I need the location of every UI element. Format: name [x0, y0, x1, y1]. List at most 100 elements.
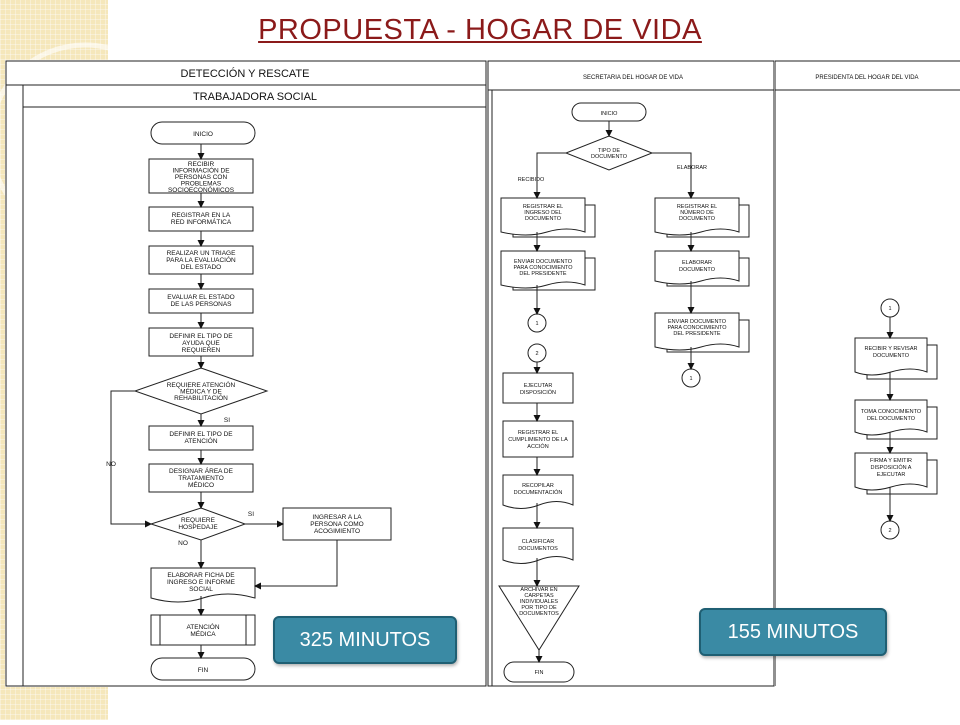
registrar-ingreso-multidoc	[500, 197, 586, 236]
tipo-documento-decision	[564, 135, 654, 171]
recibir-revisar-l2: DOCUMENTO	[873, 353, 910, 359]
left-subheader: TRABAJADORA SOCIAL	[193, 91, 317, 103]
registrar-l1: REGISTRAR EN LA	[172, 212, 231, 219]
clasificar-l1: CLASIFICAR	[522, 539, 554, 545]
conn1-b-label: 1	[689, 376, 692, 382]
ficha-l2: INGRESO E INFORME	[167, 579, 236, 586]
triage-l2: PARA LA EVALUACIÓN	[166, 255, 236, 264]
sec-inicio-label: INICIO	[601, 111, 619, 117]
reg-cumpl-l3: ACCIÓN	[527, 443, 548, 450]
recibir-revisar-l1: RECIBIR Y REVISAR	[865, 346, 918, 352]
ingresar-process	[282, 507, 392, 541]
fin-label: FIN	[198, 667, 209, 674]
sec-fin-label: FIN	[535, 670, 544, 676]
tipo-l2: DOCUMENTO	[591, 154, 628, 160]
designar-l3: MÉDICO	[188, 480, 214, 489]
conn1-a-label: 1	[535, 321, 538, 327]
enviar-b-l3: DEL PRESIDENTE	[673, 331, 721, 337]
no-label-2: NO	[178, 540, 188, 547]
atencion-dec-l3: REHABILITACIÓN	[174, 393, 228, 402]
archivar-l1: ARCHIVAR EN	[520, 587, 557, 593]
recibir-l2: INFORMACIÓN DE	[172, 166, 230, 175]
recibir-l5: SOCIOECONÓMICOS	[168, 185, 235, 194]
firma-l2: DISPOSICIÓN A	[871, 464, 912, 471]
inicio-label: INICIO	[193, 131, 213, 138]
evaluar-l2: DE LAS PERSONAS	[170, 301, 232, 308]
toma-multidoc	[854, 399, 928, 436]
left-header: DETECCIÓN Y RESCATE	[181, 67, 310, 80]
atencion-dec-l2: MÉDICA Y DE	[180, 387, 222, 396]
si-label-2: SI	[248, 511, 254, 518]
firma-multidoc	[854, 452, 928, 491]
reg-numero-l2: NÚMERO DE	[680, 209, 714, 216]
ayuda-l3: REQUIEREN	[182, 347, 221, 354]
ingresar-l1: INGRESAR A LA	[312, 514, 362, 521]
no-label-1: NO	[106, 461, 116, 468]
tipo-l1: TIPO DE	[598, 148, 620, 154]
evaluar-process	[148, 288, 254, 314]
conn2-label: 2	[535, 351, 538, 357]
atencion-l1: ATENCIÓN	[186, 622, 219, 631]
archivar-l5: DOCUMENTOS	[519, 611, 559, 617]
reg-numero-l3: DOCUMENTO	[679, 216, 716, 222]
evaluar-l1: EVALUAR EL ESTADO	[167, 294, 234, 301]
recopilar-l2: DOCUMENTACIÓN	[514, 489, 563, 496]
toma-l2: DEL DOCUMENTO	[867, 416, 916, 422]
recopilar-document	[502, 474, 574, 509]
hosp-l2: HOSPEDAJE	[178, 524, 218, 531]
designar-l1: DESIGNAR ÁREA DE	[169, 466, 234, 475]
clasificar-document	[502, 527, 574, 564]
pres-conn2-label: 2	[888, 528, 891, 534]
hosp-l1: REQUIERE	[181, 517, 216, 524]
ayuda-l2: AYUDA QUE	[182, 340, 220, 347]
ficha-l3: SOCIAL	[189, 586, 213, 593]
elaborar-doc-l2: DOCUMENTO	[679, 267, 716, 273]
inicio-terminal	[150, 121, 256, 145]
si-label-1: SI	[224, 417, 230, 424]
enviar-a-l3: DEL PRESIDENTE	[519, 271, 567, 277]
right-duration-badge: 155 MINUTOS	[699, 608, 887, 656]
archivar-l3: INDIVIDUALES	[520, 599, 559, 605]
reg-ingreso-l2: INGRESO DEL	[524, 210, 562, 216]
archivar-l4: POR TIPO DE	[521, 605, 557, 611]
ingresar-l3: ACOGIMIENTO	[314, 528, 360, 535]
def-atencion-l1: DEFINIR EL TIPO DE	[169, 431, 233, 438]
atencion-l2: MÉDICA	[190, 629, 216, 638]
registrar-l2: RED INFORMÁTICA	[171, 217, 232, 226]
designar-l2: TRATAMIENTO	[178, 475, 224, 482]
registrar-numero-multidoc	[654, 197, 740, 236]
elaborar-doc-l1: ELABORAR	[682, 260, 712, 266]
enviar-a-l1: ENVIAR DOCUMENTO	[514, 259, 573, 265]
enviar-a-l2: PARA CONOCIMIENTO	[513, 265, 573, 271]
recibir-l3: PERSONAS CON	[175, 174, 228, 181]
elaborar-branch-label: ELABORAR	[677, 165, 707, 171]
ficha-document	[150, 567, 256, 603]
page-title: PROPUESTA - HOGAR DE VIDA	[258, 14, 702, 46]
reg-ingreso-l3: DOCUMENTO	[525, 216, 562, 222]
atencion-dec-l1: REQUIERE ATENCIÓN	[167, 380, 236, 389]
registrar-process	[148, 206, 254, 232]
triage-l3: DEL ESTADO	[181, 264, 221, 271]
firma-l3: EJECUTAR	[877, 472, 906, 478]
reg-ingreso-l1: REGISTRAR EL	[523, 204, 563, 210]
reg-cumpl-l1: REGISTRAR EL	[518, 430, 558, 436]
ejecutar-l2: DISPOSICIÓN	[520, 389, 556, 396]
recibir-l4: PROBLEMAS	[181, 181, 222, 188]
presidenta-header: PRESIDENTA DEL HOGAR DEL VIDA	[815, 75, 918, 81]
secretaria-panel: SECRETARIA DEL HOGAR DE VIDA	[487, 60, 775, 687]
firma-l1: FIRMA Y EMITIR	[870, 458, 912, 464]
designar-process	[148, 463, 254, 493]
reg-numero-l1: REGISTRAR EL	[677, 204, 717, 210]
triage-l1: REALIZAR UN TRIAGE	[167, 250, 237, 257]
presidenta-flowchart: PRESIDENTA DEL HOGAR DEL VIDA 1 RECIBIR …	[774, 60, 960, 686]
recibido-label: RECIBIDO	[518, 177, 545, 183]
recopilar-l1: RECOPILAR	[522, 483, 554, 489]
left-flowchart: DETECCIÓN Y RESCATE TRABAJADORA SOCIAL	[5, 60, 487, 687]
recibir-l1: RECIBIR	[188, 161, 215, 168]
reg-cumpl-l2: CUMPLIMIENTO DE LA	[508, 437, 568, 443]
ficha-l1: ELABORAR FICHA DE	[167, 572, 235, 579]
left-duration-badge: 325 MINUTOS	[273, 616, 457, 664]
pres-conn1-label: 1	[888, 306, 891, 312]
def-atencion-l2: ATENCIÓN	[184, 436, 217, 445]
enviar-b-l2: PARA CONOCIMIENTO	[667, 325, 727, 331]
